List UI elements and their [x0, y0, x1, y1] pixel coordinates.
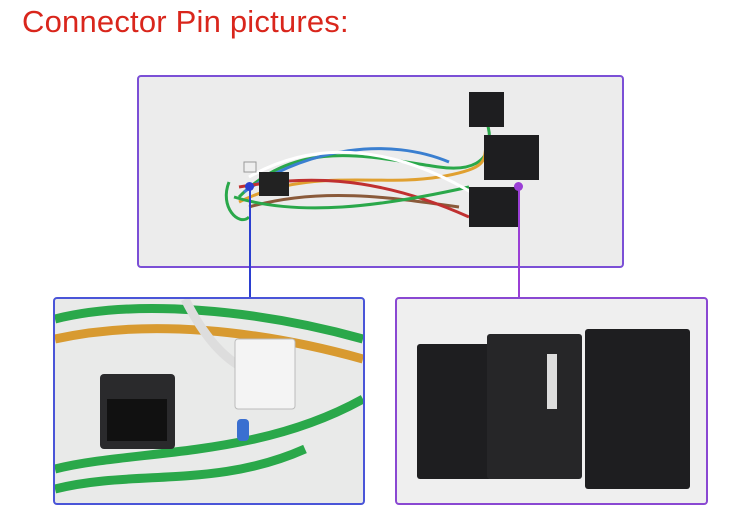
left-callout-dot — [245, 182, 254, 191]
right-callout-line — [518, 187, 520, 297]
right-callout-dot — [514, 182, 523, 191]
connector-closeup-illustration — [55, 299, 363, 494]
connector-block — [585, 329, 690, 489]
left-callout-line — [249, 187, 251, 297]
iso-connectors-closeup-photo — [395, 297, 708, 505]
page-title: Connector Pin pictures: — [22, 4, 349, 39]
quadlock-connector-closeup-photo — [53, 297, 365, 505]
connector-latch — [547, 354, 557, 409]
harness-overview-photo — [137, 75, 624, 268]
connector-block — [417, 344, 492, 479]
wiring-harness-illustration — [224, 92, 539, 227]
connector-block — [487, 334, 582, 479]
